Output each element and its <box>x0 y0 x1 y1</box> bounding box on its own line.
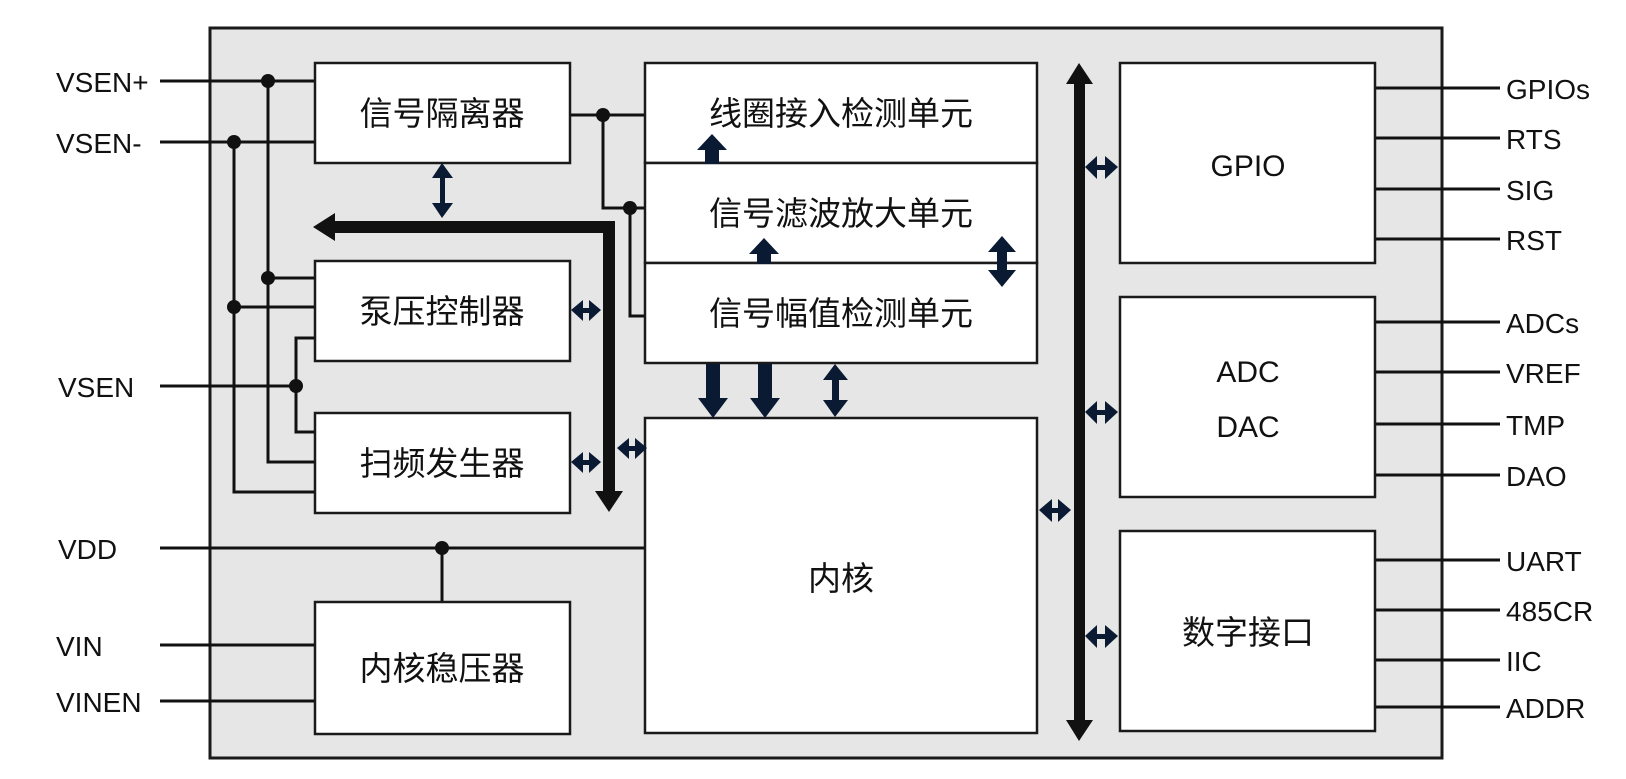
sweep-generator-label: 扫频发生器 <box>360 444 525 483</box>
junction-dot <box>227 135 241 149</box>
internal-bus-vertical <box>603 221 615 491</box>
pin-dao: DAO <box>1506 461 1567 492</box>
gpio-label: GPIO <box>1210 150 1285 183</box>
sweep-generator-block <box>313 411 572 515</box>
system-bus-arrow-down <box>1066 720 1093 741</box>
pin-adcs: ADCs <box>1506 308 1579 339</box>
pin-uart: UART <box>1506 546 1582 577</box>
signal-isolator-label: 信号隔离器 <box>360 94 525 133</box>
arrow-core-system-bus <box>1039 499 1071 522</box>
wire-vsen-sweep <box>294 386 315 434</box>
wire-vsen-minus-tap <box>232 142 315 494</box>
junction-dot <box>435 541 449 555</box>
arrow-filter-amplitude <box>988 236 1016 287</box>
arrow-bus-adc <box>1085 401 1118 424</box>
coil-detect-label: 线圈接入检测单元 <box>709 94 973 133</box>
pin-vdd: VDD <box>58 534 117 565</box>
arrow-up-coil <box>697 134 727 164</box>
amplitude-detect-label: 信号幅值检测单元 <box>709 294 973 333</box>
arrow-isolator-bus <box>432 163 453 218</box>
dac-label: DAC <box>1216 411 1279 444</box>
junction-dot <box>261 271 275 285</box>
arrow-down-core-2 <box>750 364 780 418</box>
pin-sig: SIG <box>1506 175 1554 206</box>
pin-gpios: GPIOs <box>1506 74 1590 105</box>
arrow-bus-digital <box>1085 625 1118 648</box>
amplitude-detect-block <box>643 261 1039 365</box>
wire-vsen-plus-tap <box>266 81 315 464</box>
internal-bus-arrow-down <box>595 491 623 512</box>
pin-addr: ADDR <box>1506 693 1585 724</box>
pin-vin: VIN <box>56 631 103 662</box>
arrow-pump-bus <box>571 300 601 321</box>
core-label: 内核 <box>808 559 874 598</box>
system-bus-arrow-up <box>1066 63 1093 84</box>
core-regulator-label: 内核稳压器 <box>360 649 525 688</box>
pin-rst: RST <box>1506 225 1562 256</box>
pin-vref: VREF <box>1506 358 1581 389</box>
internal-bus-horizontal <box>333 221 615 233</box>
filter-amp-label: 信号滤波放大单元 <box>709 194 973 233</box>
junction-dot <box>289 379 303 393</box>
arrow-amplitude-core <box>823 364 848 417</box>
digital-interface-block <box>1118 529 1377 733</box>
internal-bus-arrow-left <box>313 213 335 241</box>
adc-dac-block <box>1118 295 1377 499</box>
core-block <box>643 416 1039 735</box>
pin-vsen-minus: VSEN- <box>56 128 142 159</box>
junction-dot <box>227 300 241 314</box>
pump-controller-label: 泵压控制器 <box>360 292 525 331</box>
arrow-sweep-bus <box>571 452 601 473</box>
pin-485cr: 485CR <box>1506 596 1593 627</box>
pin-iic: IIC <box>1506 646 1542 677</box>
digital-interface-label: 数字接口 <box>1182 613 1314 652</box>
arrow-bus-gpio <box>1085 156 1118 179</box>
junction-dot <box>623 201 637 215</box>
junction-dot <box>596 108 610 122</box>
filter-amp-block <box>643 161 1039 265</box>
gpio-block <box>1118 61 1377 265</box>
wire-vsen-pump <box>294 336 315 386</box>
pin-vinen: VINEN <box>56 687 142 718</box>
pin-vsen: VSEN <box>58 372 134 403</box>
arrow-bus-core <box>617 438 647 459</box>
pump-controller-block <box>313 259 572 363</box>
junction-dot <box>261 74 275 88</box>
adc-label: ADC <box>1216 356 1279 389</box>
pin-tmp: TMP <box>1506 410 1565 441</box>
core-regulator-block <box>313 600 572 736</box>
pin-vsen-plus: VSEN+ <box>56 67 149 98</box>
arrow-up-filter <box>749 238 779 264</box>
system-bus <box>1074 82 1085 722</box>
wire-isolator-amplitude <box>628 208 645 318</box>
signal-isolator-block <box>313 61 572 165</box>
arrow-down-core-1 <box>698 364 728 418</box>
pin-rts: RTS <box>1506 124 1562 155</box>
